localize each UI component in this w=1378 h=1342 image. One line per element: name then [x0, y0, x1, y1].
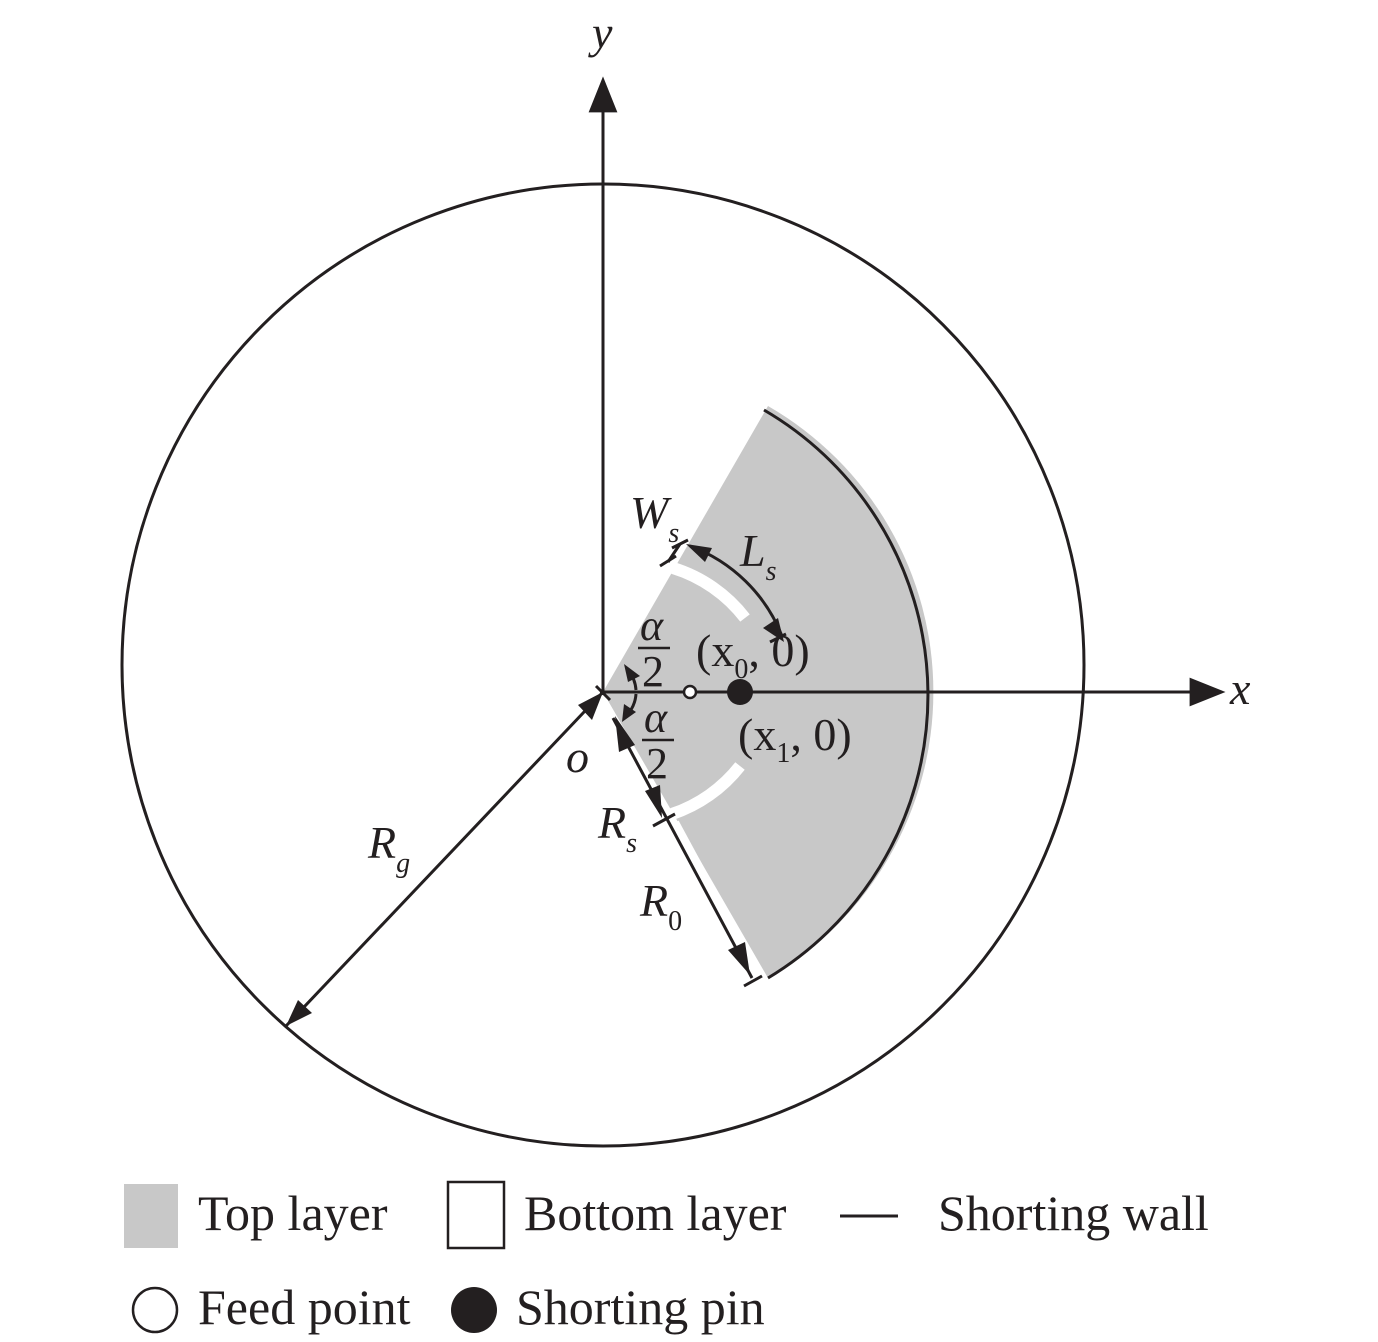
rs-arrowhead-start [615, 716, 635, 752]
legend-feed-point-label: Feed point [198, 1279, 411, 1335]
rs-label: Rs [597, 797, 637, 859]
r0-arrowhead-end [728, 942, 750, 975]
legend-bottom-layer-swatch [446, 1180, 506, 1250]
r0-label: R0 [639, 875, 682, 937]
pin-coordinate-label: (x1, 0) [738, 709, 852, 769]
legend-feed-point-swatch [131, 1286, 179, 1334]
legend-top-layer-label: Top layer [198, 1185, 388, 1241]
origin-tick [594, 684, 612, 702]
ws-label: Ws [630, 487, 679, 549]
legend-bottom-layer-label: Bottom layer [524, 1185, 787, 1241]
alpha-top-numerator: α [640, 601, 664, 650]
ls-end-tick [769, 632, 787, 644]
feed-coordinate-label: (x0, 0) [696, 625, 810, 685]
legend-top-layer-swatch [124, 1184, 178, 1248]
rg-dimension-arrow [284, 690, 605, 1028]
rs-arrowhead-end [645, 785, 662, 818]
rs-tick [652, 812, 676, 828]
feed-point-marker [682, 684, 698, 700]
r0-tick [743, 974, 763, 988]
x-axis-label: x [1229, 663, 1251, 714]
ls-label: Ls [739, 525, 777, 587]
rs-r0-dimension-line [611, 717, 754, 979]
slot-lower [669, 762, 745, 820]
legend-shorting-pin-label: Shorting pin [516, 1279, 765, 1335]
alpha-bottom-numerator: α [644, 693, 668, 742]
rg-label: Rg [367, 817, 410, 879]
shorting-pin-marker [727, 679, 753, 705]
ws-tick-stem [666, 543, 682, 563]
legend-shorting-pin-swatch [451, 1287, 497, 1333]
legend-shorting-wall-label: Shorting wall [938, 1185, 1209, 1241]
alpha-top-denominator: 2 [642, 647, 664, 696]
y-axis-label: y [588, 7, 613, 58]
origin-label: o [566, 731, 589, 782]
slot-upper [671, 562, 750, 622]
alpha-bottom-denominator: 2 [646, 739, 668, 788]
